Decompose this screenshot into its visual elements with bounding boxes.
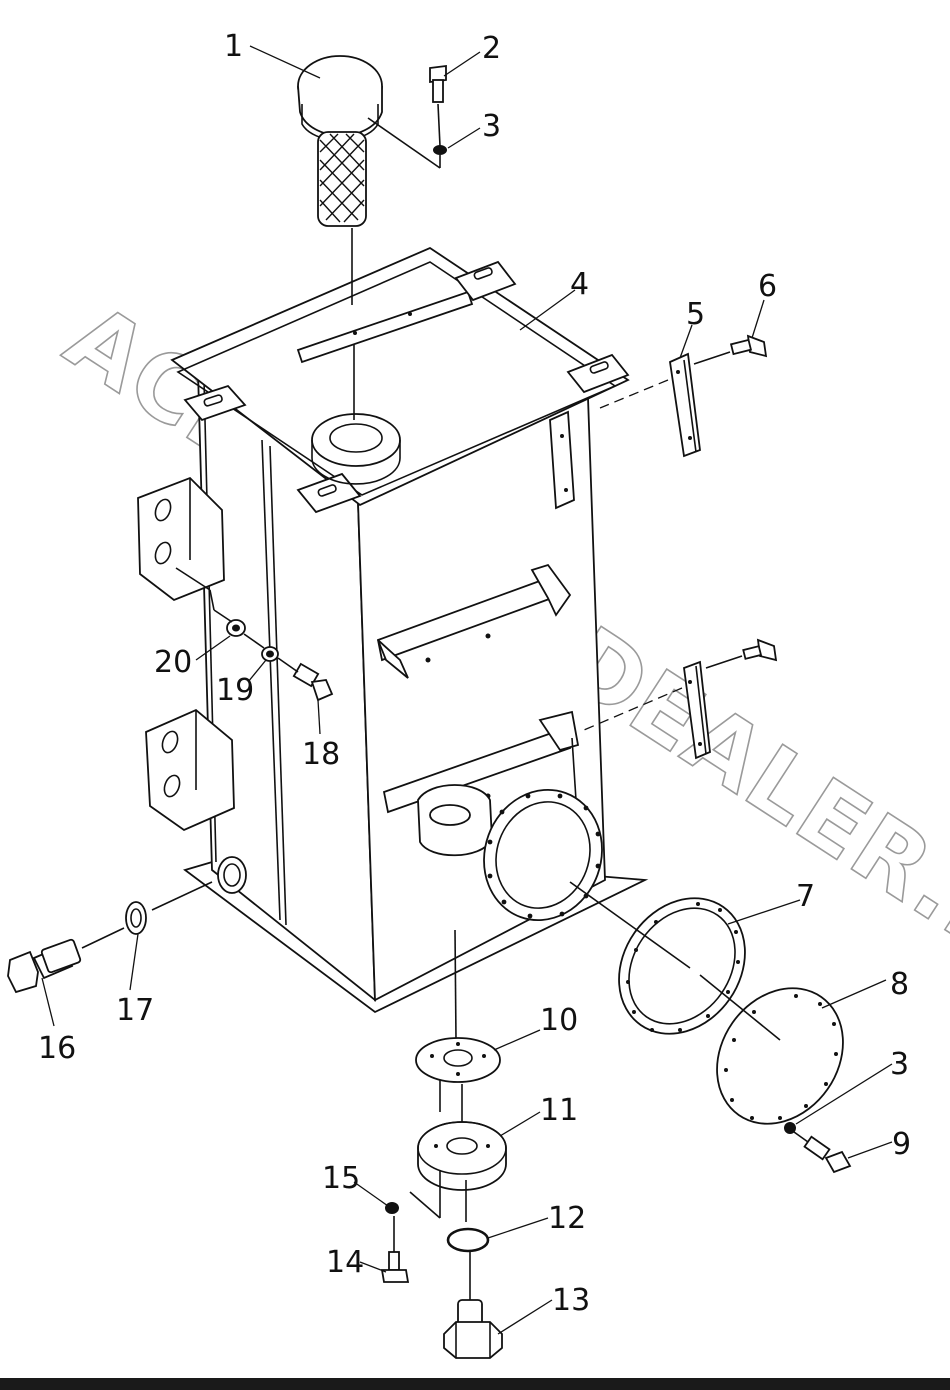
part-label-15: 15: [322, 1161, 360, 1196]
o-ring: [446, 1227, 490, 1253]
washer-cover: [784, 1122, 796, 1134]
part-label-19: 19: [216, 673, 254, 708]
part-label-9: 9: [892, 1127, 911, 1162]
bolt-upper: [729, 334, 768, 358]
bolt-cover: [803, 1135, 852, 1174]
drain-plug: [443, 1299, 503, 1359]
cover-strap: [296, 290, 474, 364]
part-label-1: 1: [224, 29, 243, 64]
part-label-11: 11: [540, 1093, 578, 1128]
part-label-2: 2: [482, 31, 501, 66]
part-label-13: 13: [552, 1283, 590, 1318]
part-label-6: 6: [758, 269, 777, 304]
washer-15: [385, 1202, 399, 1214]
part-label-3: 3: [482, 109, 501, 144]
part-label-3b: 3: [890, 1047, 909, 1082]
part-label-14: 14: [326, 1245, 364, 1280]
washer: [433, 145, 447, 155]
tank-cover-plate: [170, 246, 630, 507]
filler-cap-strainer: [297, 55, 383, 227]
bolt-middle: [742, 638, 778, 662]
drain-boss: [217, 856, 247, 894]
part-label-16: 16: [38, 1031, 76, 1066]
part-label-4: 4: [570, 267, 589, 302]
part-label-5: 5: [686, 297, 705, 332]
rubber-pad-upper: [669, 352, 701, 458]
left-mount-bracket-lower: [145, 708, 235, 832]
part-label-17: 17: [116, 993, 154, 1028]
part-label-10: 10: [540, 1003, 578, 1038]
left-mount-bracket-upper: [137, 476, 225, 602]
gasket-17: [125, 901, 147, 935]
bolt-18: [292, 662, 334, 702]
drain-cock: [7, 938, 82, 994]
inspection-flange: [483, 788, 603, 922]
bolt-small: [429, 64, 447, 103]
bottom-border: [0, 1378, 950, 1390]
part-label-20: 20: [154, 645, 192, 680]
leader-lines: [41, 45, 893, 1335]
hydraulic-tank: [170, 246, 649, 1014]
part-label-18: 18: [302, 737, 340, 772]
part-label-8: 8: [890, 967, 909, 1002]
flange-plate-10: [415, 1037, 501, 1083]
flange-plate-11: [417, 1121, 507, 1191]
inspection-cover: [716, 987, 844, 1125]
bolt-14: [380, 1251, 410, 1283]
filler-neck-boss: [311, 413, 401, 467]
part-label-7: 7: [796, 879, 815, 914]
part-label-12: 12: [548, 1201, 586, 1236]
rubber-pad-lower: [683, 660, 711, 760]
part-labels: 1 2 3 4 5 6 7 8 3 9 10 11 12 13 14 15 16…: [38, 29, 911, 1318]
